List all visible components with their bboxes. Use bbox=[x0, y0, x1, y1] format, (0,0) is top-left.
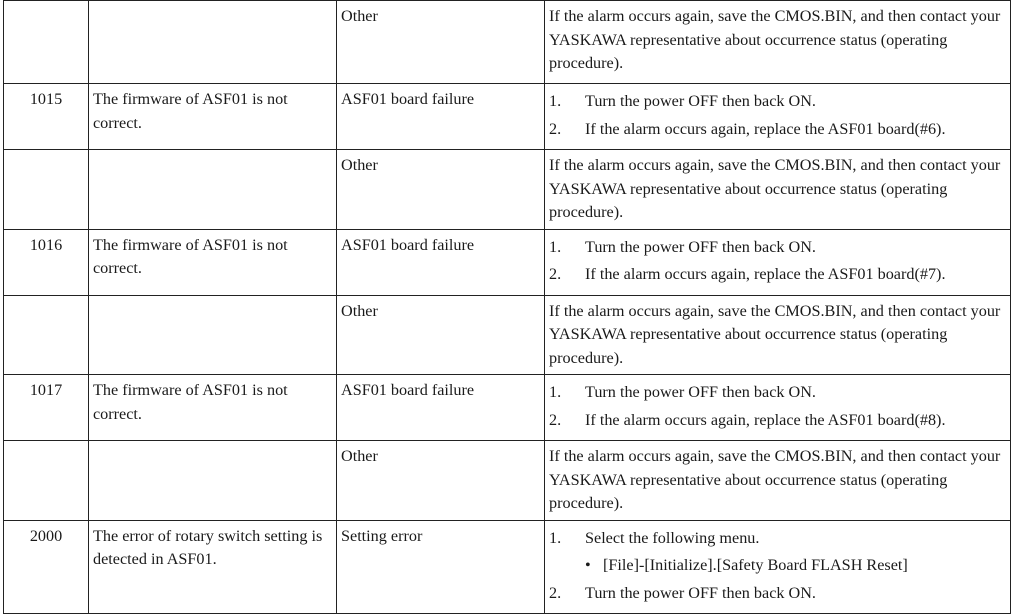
alarm-cause-cell: The firmware of ASF01 is not correct. bbox=[88, 83, 337, 150]
remedy-text: If the alarm occurs again, save the CMOS… bbox=[544, 149, 1011, 230]
alarm-cause-cell: The firmware of ASF01 is not correct. bbox=[88, 374, 337, 441]
table-row: 1015 The firmware of ASF01 is not correc… bbox=[3, 83, 1011, 150]
remedy-step: 2. Turn the power OFF then back ON. bbox=[549, 582, 1006, 606]
step-text: Turn the power OFF then back ON. bbox=[585, 92, 816, 110]
remedy-text: If the alarm occurs again, save the CMOS… bbox=[544, 294, 1011, 375]
remedy-step: 1. Turn the power OFF then back ON. bbox=[549, 236, 1006, 260]
cause-label: Other bbox=[336, 0, 545, 84]
step-text: Select the following menu. bbox=[585, 528, 760, 547]
remedy-step: 1. Turn the power OFF then back ON. bbox=[549, 381, 1006, 405]
step-number: 2. bbox=[549, 119, 562, 138]
cause-label: ASF01 board failure bbox=[336, 374, 545, 441]
alarm-code-cell bbox=[3, 294, 89, 375]
cause-label: Setting error bbox=[336, 519, 545, 614]
remedy-step: 2. If the alarm occurs again, replace th… bbox=[549, 263, 1006, 287]
alarm-cause-cell: The error of rotary switch setting is de… bbox=[88, 519, 337, 614]
step-text: Turn the power OFF then back ON. bbox=[585, 383, 816, 401]
step-number: 1. bbox=[549, 92, 562, 110]
table-row: 1016 The firmware of ASF01 is not correc… bbox=[3, 228, 1011, 296]
step-number: 2. bbox=[549, 265, 562, 283]
table-row: Other If the alarm occurs again, save th… bbox=[3, 294, 1011, 375]
alarm-code-cell bbox=[3, 440, 89, 521]
cause-label: Other bbox=[336, 440, 545, 521]
step-number: 2. bbox=[549, 583, 562, 602]
alarm-code-cell: 2000 bbox=[3, 519, 89, 614]
step-number: 2. bbox=[549, 410, 562, 429]
alarm-cause-cell bbox=[88, 294, 337, 375]
table-row: 1017 The firmware of ASF01 is not correc… bbox=[3, 374, 1011, 441]
remedy-steps: 1. Turn the power OFF then back ON. 2. I… bbox=[544, 228, 1011, 296]
remedy-step: 2. If the alarm occurs again, replace th… bbox=[549, 409, 1006, 433]
remedy-steps: 1. Turn the power OFF then back ON. 2. I… bbox=[544, 83, 1011, 150]
alarm-code-cell: 1016 bbox=[3, 228, 89, 296]
alarm-cause-cell bbox=[88, 0, 337, 84]
table-row: Other If the alarm occurs again, save th… bbox=[3, 440, 1011, 521]
table-row: Other If the alarm occurs again, save th… bbox=[3, 0, 1011, 84]
table-row: 2000 The error of rotary switch setting … bbox=[3, 519, 1011, 614]
alarm-code-cell: 1017 bbox=[3, 374, 89, 441]
remedy-step: 1. Turn the power OFF then back ON. bbox=[549, 90, 1006, 114]
step-number: 1. bbox=[549, 383, 562, 401]
alarm-cause-cell bbox=[88, 149, 337, 230]
remedy-text: If the alarm occurs again, save the CMOS… bbox=[544, 0, 1011, 84]
remedy-steps: 1. Select the following menu. • [File]-[… bbox=[544, 519, 1011, 614]
bullet-dot: • bbox=[585, 556, 591, 574]
remedy-steps: 1. Turn the power OFF then back ON. 2. I… bbox=[544, 374, 1011, 441]
alarm-table: Other If the alarm occurs again, save th… bbox=[3, 0, 1011, 614]
step-text: If the alarm occurs again, replace the A… bbox=[585, 410, 946, 429]
alarm-cause-cell bbox=[88, 440, 337, 521]
table-row: Other If the alarm occurs again, save th… bbox=[3, 149, 1011, 230]
alarm-code-cell bbox=[3, 0, 89, 84]
cause-label: Other bbox=[336, 294, 545, 375]
remedy-text: If the alarm occurs again, save the CMOS… bbox=[544, 440, 1011, 521]
cause-label: ASF01 board failure bbox=[336, 83, 545, 150]
step-text: If the alarm occurs again, replace the A… bbox=[585, 265, 946, 283]
cause-label: Other bbox=[336, 149, 545, 230]
step-text: Turn the power OFF then back ON. bbox=[585, 583, 816, 602]
step-number: 1. bbox=[549, 237, 562, 256]
remedy-step: 2. If the alarm occurs again, replace th… bbox=[549, 118, 1006, 142]
step-number: 1. bbox=[549, 528, 562, 547]
step-text: Turn the power OFF then back ON. bbox=[585, 237, 816, 256]
alarm-code-cell bbox=[3, 149, 89, 230]
remedy-step: 1. Select the following menu. bbox=[549, 527, 1006, 551]
step-text: If the alarm occurs again, replace the A… bbox=[585, 119, 946, 138]
alarm-code-cell: 1015 bbox=[3, 83, 89, 150]
alarm-cause-cell: The firmware of ASF01 is not correct. bbox=[88, 228, 337, 296]
cause-label: ASF01 board failure bbox=[336, 228, 545, 296]
menu-path-text: [File]-[Initialize].[Safety Board FLASH … bbox=[603, 556, 908, 574]
menu-path-bullet: • [File]-[Initialize].[Safety Board FLAS… bbox=[585, 554, 1006, 578]
